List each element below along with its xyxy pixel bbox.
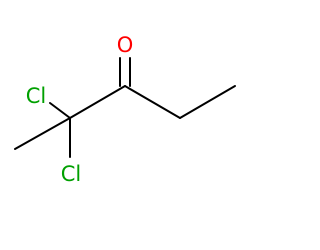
bond-carbon-to-upper-chlorine [49, 102, 71, 119]
structural-formula: O Cl Cl [14, 33, 236, 186]
chlorine-atom-label-lower: Cl [61, 162, 82, 186]
bond-methyl-to-quaternary-carbon [14, 117, 71, 150]
bond-quaternary-carbon-to-carbonyl-carbon [69, 85, 126, 119]
bond-methylene-to-terminal-methyl [179, 85, 236, 119]
chlorine-atom-label-upper: Cl [26, 84, 47, 108]
oxygen-atom-label: O [117, 33, 134, 57]
bond-carbonyl-carbon-to-methylene [124, 85, 181, 119]
